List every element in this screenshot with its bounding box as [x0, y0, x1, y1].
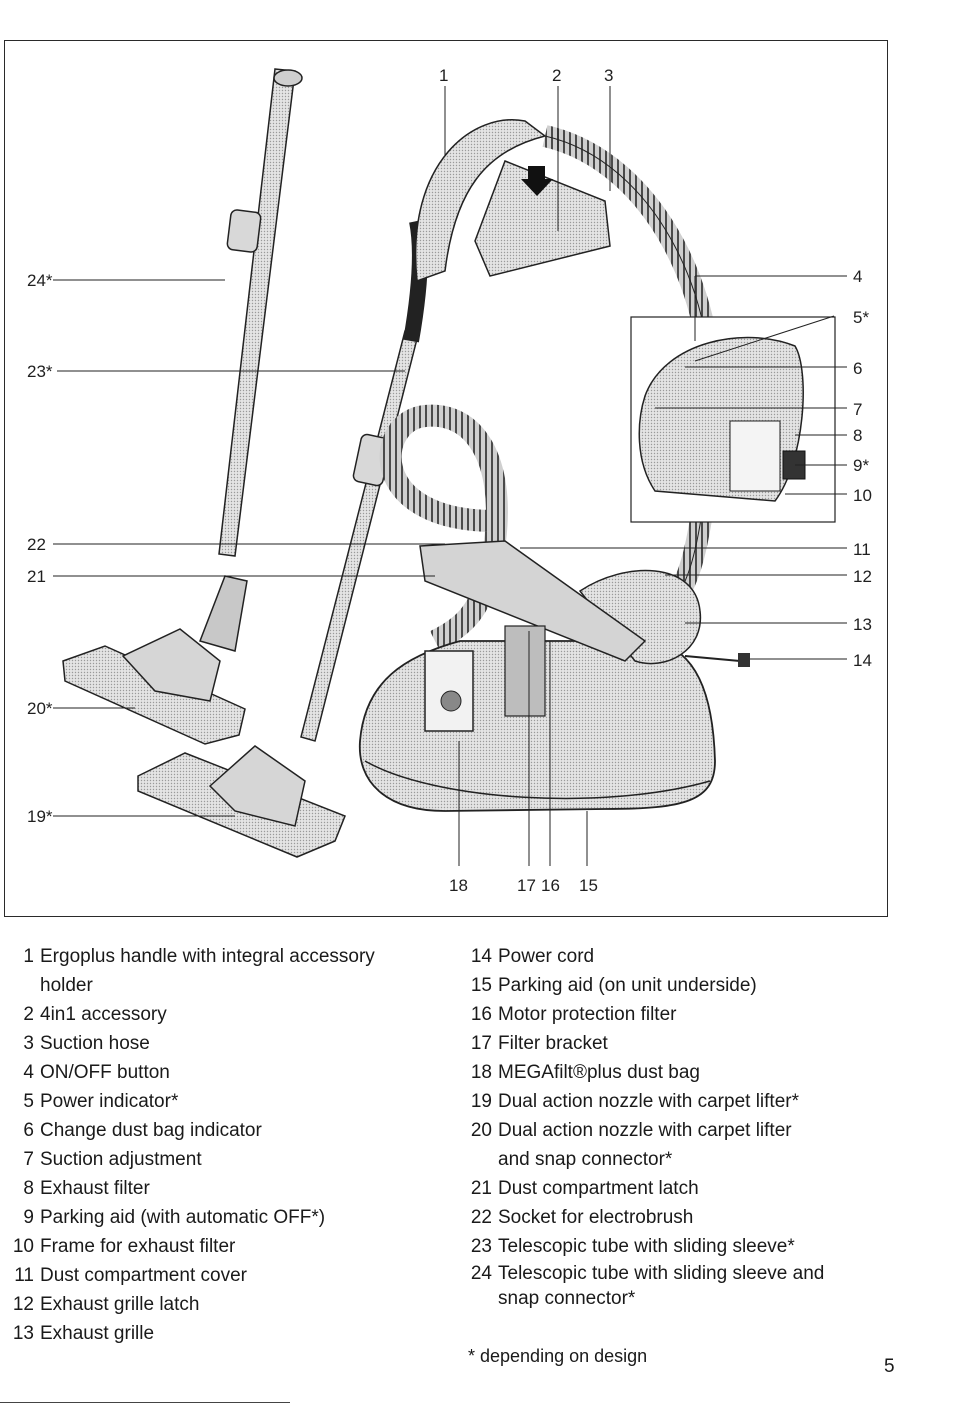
page-number: 5 — [884, 1356, 895, 1377]
callout-10: 10 — [853, 486, 872, 505]
footnote: * depending on design — [468, 1346, 648, 1366]
callout-7: 7 — [853, 400, 862, 419]
callout-22: 22 — [27, 535, 46, 554]
callout-leader-lines — [53, 86, 847, 866]
callout-2: 2 — [552, 66, 561, 85]
bottom-rule — [0, 1402, 290, 1403]
control-panel-inset — [630, 316, 836, 523]
vacuum-body — [358, 540, 716, 812]
callout-18: 18 — [449, 876, 468, 895]
telescopic-tube-24 — [218, 68, 303, 557]
diagram-illustration: 1 2 3 4 5* 6 7 8 9* 10 11 12 13 14 15 16… — [27, 66, 872, 895]
callout-3: 3 — [604, 66, 613, 85]
callout-5: 5* — [853, 308, 869, 327]
vacuum-cleaner-diagram: 1 2 3 4 5* 6 7 8 9* 10 11 12 13 14 15 16… — [4, 40, 888, 917]
legend-item: holder — [40, 975, 93, 996]
callout-24: 24* — [27, 271, 53, 290]
callout-9: 9* — [853, 456, 869, 475]
callout-12: 12 — [853, 567, 872, 586]
power-cord — [684, 653, 750, 667]
callout-21: 21 — [27, 567, 46, 586]
callout-20: 20* — [27, 699, 53, 718]
callout-16: 16 — [541, 876, 560, 895]
callout-labels: 1 2 3 4 5* 6 7 8 9* 10 11 12 13 14 15 16… — [27, 66, 872, 895]
callout-17: 17 — [517, 876, 536, 895]
callout-13: 13 — [853, 615, 872, 634]
callout-23: 23* — [27, 362, 53, 381]
floor-nozzle-19 — [137, 745, 346, 858]
callout-6: 6 — [853, 359, 862, 378]
callout-15: 15 — [579, 876, 598, 895]
callout-4: 4 — [853, 267, 862, 286]
floor-nozzle-20 — [62, 575, 248, 745]
callout-1: 1 — [439, 66, 448, 85]
callout-14: 14 — [853, 651, 872, 670]
callout-19: 19* — [27, 807, 53, 826]
legend-item: snap connector* — [498, 1288, 636, 1309]
legend-item: and snap connector* — [498, 1149, 673, 1170]
callout-11: 11 — [853, 540, 871, 559]
callout-8: 8 — [853, 426, 862, 445]
